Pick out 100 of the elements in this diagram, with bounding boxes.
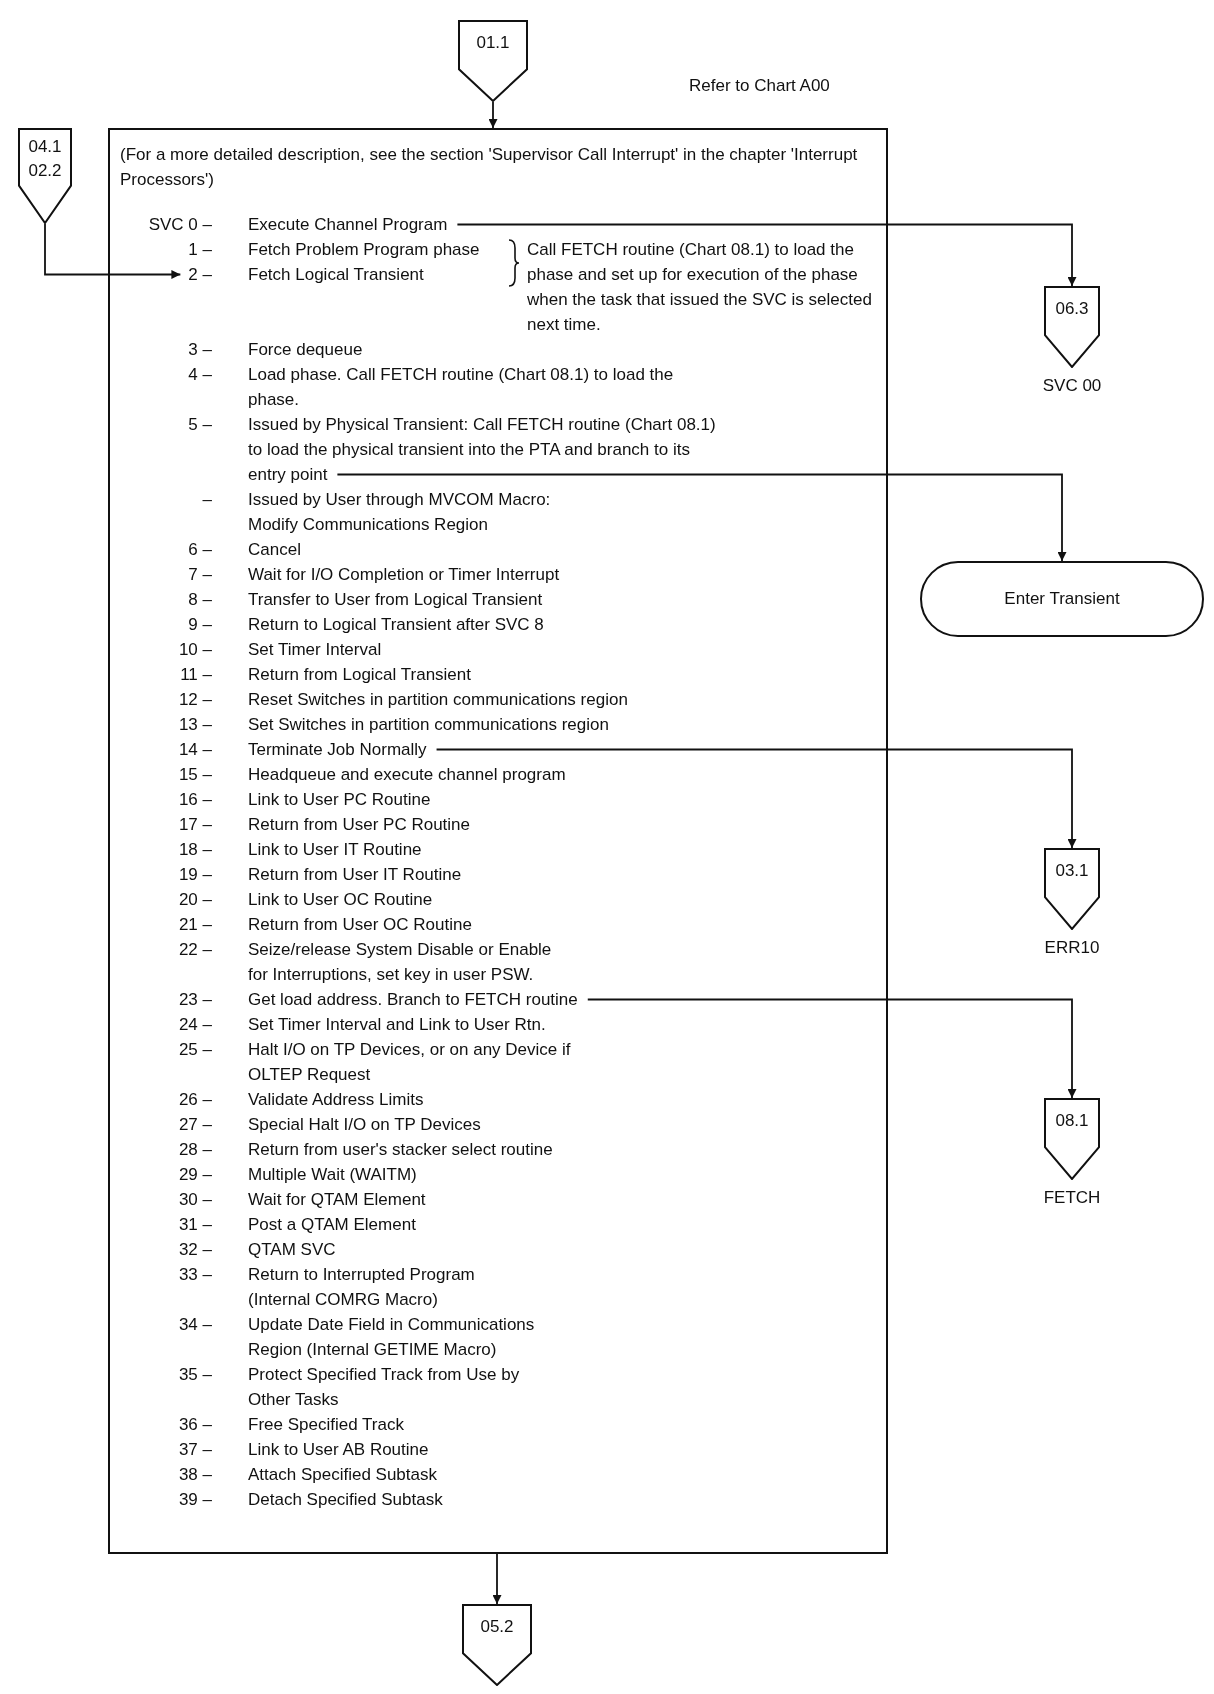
svc-number: 24 –	[177, 1014, 212, 1036]
svc-number: 32 –	[177, 1239, 212, 1261]
svc-number: SVC 0 –	[147, 214, 212, 236]
svc-description: Get load address. Branch to FETCH routine	[248, 989, 579, 1011]
svc-number: 31 –	[177, 1214, 212, 1236]
svc-number: 37 –	[177, 1439, 212, 1461]
svc-number: 13 –	[177, 714, 212, 736]
svc-description: Set Timer Interval	[248, 639, 383, 661]
connector-caption: ERR10	[1043, 938, 1101, 958]
svc-number: 1 –	[187, 239, 212, 261]
svc-description: Reset Switches in partition communications region	[248, 689, 629, 711]
terminal-symbol	[920, 561, 1204, 637]
svc-number: 15 –	[177, 764, 212, 786]
svc-number: 29 –	[177, 1164, 212, 1186]
svc-description: Execute Channel Program	[248, 214, 449, 236]
svc-description: Cancel	[248, 539, 302, 561]
svc-number: 7 –	[187, 564, 212, 586]
svc-description: Set Switches in partition communications region	[248, 714, 610, 736]
svc-description: Free Specified Track	[248, 1414, 405, 1436]
connector-reference: 06.3	[1054, 298, 1090, 320]
svc-description: Return from User PC Routine	[248, 814, 472, 836]
svc-number: 12 –	[177, 689, 212, 711]
svc-description: Detach Specified Subtask	[248, 1489, 444, 1511]
reference-note: Refer to Chart A00	[689, 76, 830, 96]
svc-number: 4 –	[187, 364, 212, 386]
note-text: Call FETCH routine (Chart 08.1) to load the phase and set up for execution of the phase when the task that issued the SVC is selected next time.	[527, 240, 872, 334]
flow-arrow	[435, 748, 1077, 849]
svc-number: 23 –	[177, 989, 212, 1011]
flow-arrow	[492, 1553, 502, 1605]
svc-description: Link to User AB Routine	[248, 1439, 430, 1461]
svc-description: Terminate Job Normally	[248, 739, 428, 761]
svc-number: 27 –	[177, 1114, 212, 1136]
svc-number: 33 –	[177, 1264, 212, 1286]
svc-description: Return to Interrupted Program (Internal COMRG Macro)	[248, 1264, 476, 1311]
svc-number: 11 –	[179, 664, 212, 686]
svc-description: Force dequeue	[248, 339, 364, 361]
svc-number: 38 –	[177, 1464, 212, 1486]
terminal-label: Enter Transient	[1004, 588, 1120, 610]
svc-number: 17 –	[177, 814, 212, 836]
connector-caption: FETCH	[1042, 1188, 1102, 1208]
connector-reference: 05.2	[479, 1616, 515, 1638]
svc-description: Multiple Wait (WAITM)	[248, 1164, 418, 1186]
svc-number: 16 –	[177, 789, 212, 811]
svc-description: Fetch Logical Transient	[248, 264, 425, 286]
svc-number: 8 –	[187, 589, 212, 611]
svc-number: 9 –	[187, 614, 212, 636]
svc-description: Return from user's stacker select routine	[248, 1139, 554, 1161]
svc-number: 34 –	[177, 1314, 212, 1336]
description-note: (For a more detailed description, see the section 'Supervisor Call Interrupt' in the chapter 'Interrupt Processors')	[120, 144, 859, 191]
svc-description: Load phase. Call FETCH routine (Chart 08.1) to load the phase.	[248, 364, 675, 411]
flow-arrow	[488, 101, 498, 129]
svc-description: Fetch Problem Program phase	[248, 239, 481, 261]
flow-arrow	[336, 473, 1067, 562]
svc-number: 14 –	[177, 739, 212, 761]
svc-number: 18 –	[177, 839, 212, 861]
svc-number: 3 –	[187, 339, 212, 361]
svc-number: 39 –	[177, 1489, 212, 1511]
svc-number: 22 –	[177, 939, 212, 961]
connector-reference: 03.1	[1054, 860, 1090, 882]
svc-number: 25 –	[177, 1039, 212, 1061]
svc-description: Return to Logical Transient after SVC 8	[248, 614, 545, 636]
svc-number: –	[201, 489, 212, 511]
svc-description: Transfer to User from Logical Transient	[248, 589, 544, 611]
svc-number: 20 –	[177, 889, 212, 911]
svc-number: 5 –	[187, 414, 212, 436]
svc-description: Special Halt I/O on TP Devices	[248, 1114, 482, 1136]
svc-number: 6 –	[187, 539, 212, 561]
connector-reference: 08.1	[1054, 1110, 1090, 1132]
svc-number: 19 –	[177, 864, 212, 886]
svc-description: Return from User OC Routine	[248, 914, 473, 936]
svc-description: Return from Logical Transient	[248, 664, 472, 686]
svc-description: Issued by Physical Transient: Call FETCH routine (Chart 08.1) to load the physical transient into the PTA and branch to its entry point	[248, 414, 717, 486]
svc-description: Link to User IT Routine	[248, 839, 423, 861]
svc-description: Link to User OC Routine	[248, 889, 434, 911]
connector-reference: 02.2	[27, 160, 63, 182]
svc-description: QTAM SVC	[248, 1239, 337, 1261]
svc-number: 35 –	[177, 1364, 212, 1386]
svc-description: Headqueue and execute channel program	[248, 764, 567, 786]
connector-reference: 04.1	[27, 136, 63, 158]
process-frame	[108, 128, 888, 1554]
svc-description: Seize/release System Disable or Enable for Interruptions, set key in user PSW.	[248, 939, 553, 986]
svc-description: Wait for I/O Completion or Timer Interrupt	[248, 564, 561, 586]
svc-number: 10 –	[177, 639, 212, 661]
svc-description: Attach Specified Subtask	[248, 1464, 438, 1486]
svc-description: Link to User PC Routine	[248, 789, 432, 811]
svc-number: 30 –	[177, 1189, 212, 1211]
svc-number: 2 –	[187, 264, 212, 286]
flow-arrow	[586, 998, 1077, 1099]
svc-number: 21 –	[177, 914, 212, 936]
flow-arrow	[456, 223, 1077, 287]
svc-number: 36 –	[177, 1414, 212, 1436]
svc-description: Protect Specified Track from Use by Other Tasks	[248, 1364, 521, 1411]
flow-arrow	[44, 223, 182, 279]
svc-description: Validate Address Limits	[248, 1089, 425, 1111]
svc-description: Return from User IT Routine	[248, 864, 463, 886]
svc-description: Halt I/O on TP Devices, or on any Device if OLTEP Request	[248, 1039, 572, 1086]
connector-reference: 01.1	[475, 32, 511, 54]
svc-description: Set Timer Interval and Link to User Rtn.	[248, 1014, 547, 1036]
connector-caption: SVC 00	[1041, 376, 1103, 396]
svc-number: 26 –	[177, 1089, 212, 1111]
